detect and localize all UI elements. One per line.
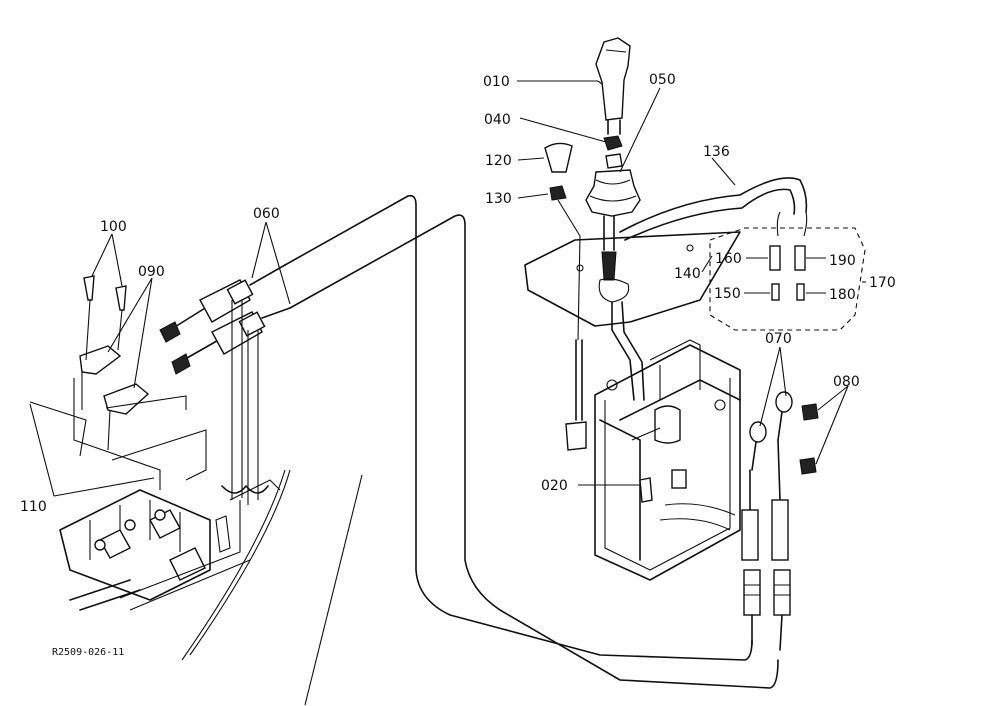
control-cables-060 bbox=[159, 264, 291, 505]
wire-harness bbox=[619, 177, 808, 241]
callout-130: 130 bbox=[485, 191, 512, 207]
callout-150: 150 bbox=[714, 286, 741, 302]
callout-170: 170 bbox=[869, 275, 896, 291]
mounting-bracket bbox=[594, 339, 741, 581]
connector-group-170 bbox=[709, 227, 866, 331]
callout-060: 060 bbox=[253, 206, 280, 222]
callout-180: 180 bbox=[829, 287, 856, 303]
callout-070: 070 bbox=[765, 331, 792, 347]
callout-190: 190 bbox=[829, 253, 856, 269]
pins-and-clips bbox=[29, 275, 207, 490]
lower-cable-connectors bbox=[741, 439, 791, 651]
callout-100: 100 bbox=[100, 219, 127, 235]
shift-knob bbox=[595, 37, 631, 121]
callout-020: 020 bbox=[541, 478, 568, 494]
leader-lines bbox=[29, 80, 866, 497]
callout-160: 160 bbox=[715, 251, 742, 267]
callout-080: 080 bbox=[833, 374, 860, 390]
callout-136: 136 bbox=[703, 144, 730, 160]
callout-140: 140 bbox=[674, 266, 701, 282]
control-valve bbox=[59, 489, 251, 611]
callout-010: 010 bbox=[483, 74, 510, 90]
callout-050: 050 bbox=[649, 72, 676, 88]
callout-040: 040 bbox=[484, 112, 511, 128]
cable-routing bbox=[284, 194, 779, 689]
callout-120: 120 bbox=[485, 153, 512, 169]
shift-lever-assembly bbox=[524, 37, 741, 451]
figure-reference: R2509-026-11 bbox=[52, 647, 124, 658]
callout-090: 090 bbox=[138, 264, 165, 280]
callout-110: 110 bbox=[20, 499, 47, 515]
callout-labels: 010 040 050 120 130 136 140 160 150 190 … bbox=[20, 72, 896, 658]
rod-ends bbox=[749, 391, 819, 475]
frame-lines bbox=[181, 469, 363, 706]
lever-boot bbox=[585, 169, 641, 217]
